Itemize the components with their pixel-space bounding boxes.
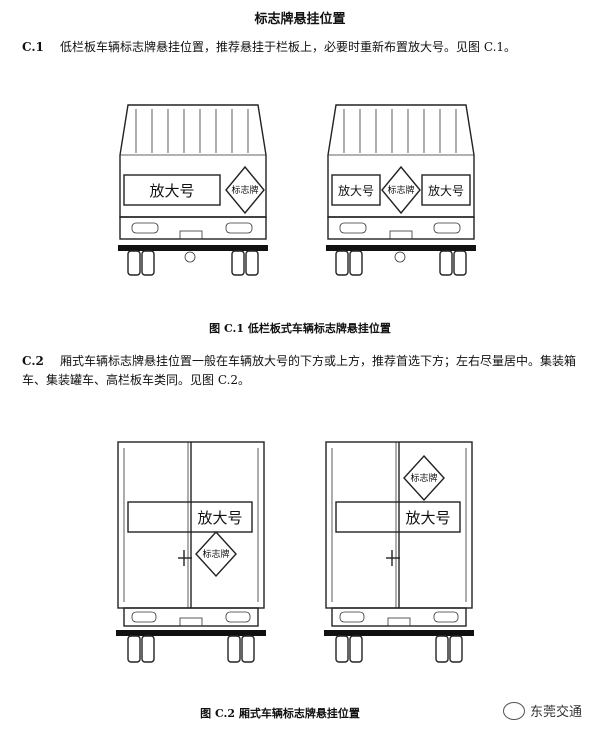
sign-plate-label: 标志牌 [387, 184, 414, 196]
truck-right-low-side: 放大号 标志牌 放大号 [326, 104, 476, 276]
wechat-icon [502, 701, 525, 720]
clause-c1: C.1 低栏板车辆标志牌悬挂位置，推荐悬挂于栏板上，必要时重新布置放大号。见图 C… [22, 38, 582, 57]
page-title: 标志牌悬挂位置 [254, 12, 346, 27]
watermark-text: 东莞交通 [529, 705, 582, 720]
sign-plate-label: 标志牌 [410, 472, 437, 484]
watermark: 东莞交通 [502, 701, 582, 720]
enlarged-number-label: 放大号 [149, 182, 194, 200]
clause-text: 低栏板车辆标志牌悬挂位置，推荐悬挂于栏板上，必要时重新布置放大号。见图 C.1。 [60, 40, 517, 54]
clause-number: C.2 [22, 354, 44, 368]
truck-right-box: 标志牌 放大号 [324, 441, 474, 663]
sign-plate-label: 标志牌 [231, 184, 258, 196]
clause-text: 厢式车辆标志牌悬挂位置一般在车辆放大号的下方或上方，推荐首选下方；左右尽量居中。… [22, 354, 577, 387]
figure-c2: 放大号 标志牌 标志牌 放大号 [116, 441, 474, 663]
figure-c2-caption: 图 C.2 厢式车辆标志牌悬挂位置 [200, 707, 360, 720]
truck-left-low-side: 放大号 标志牌 [118, 104, 268, 276]
sign-plate-label: 标志牌 [202, 548, 229, 560]
enlarged-number-label: 放大号 [197, 509, 242, 527]
clause-number: C.1 [22, 40, 44, 54]
figure-c1: 放大号 标志牌 放大号 标志牌 放大号 [118, 104, 476, 276]
enlarged-number-label: 放大号 [428, 183, 464, 198]
truck-left-box: 放大号 标志牌 [116, 441, 266, 663]
enlarged-number-label: 放大号 [338, 183, 374, 198]
enlarged-number-label: 放大号 [405, 509, 450, 527]
figure-c1-caption: 图 C.1 低栏板式车辆标志牌悬挂位置 [209, 322, 391, 335]
